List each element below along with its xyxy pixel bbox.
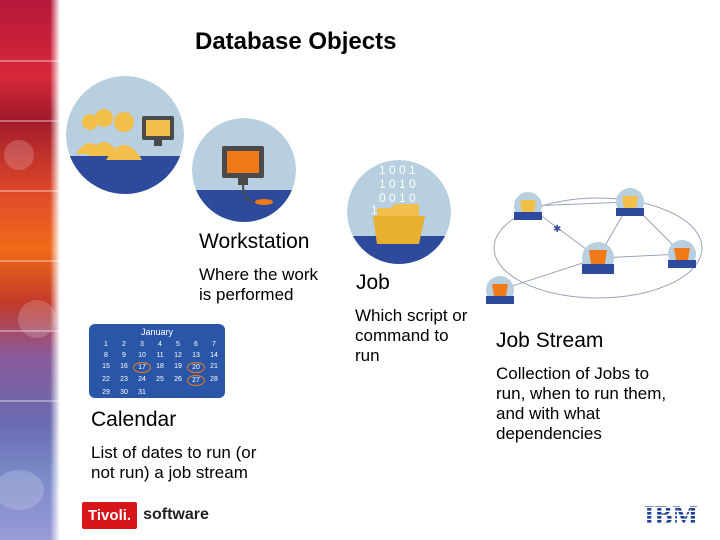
workstation-label: Workstation xyxy=(199,230,310,253)
calendar-day: 10 xyxy=(138,352,146,359)
job-description-line: Which script or xyxy=(355,306,468,325)
job-description-line: command to xyxy=(355,326,449,345)
calendar-day: 4 xyxy=(158,341,162,348)
page-title: Database Objects xyxy=(195,28,397,55)
tivoli-logo-box: Tivoli. xyxy=(82,501,138,529)
job-stream-network-icon: ✱ xyxy=(486,188,703,304)
calendar-day: 22 xyxy=(102,376,110,383)
calendar-day: 29 xyxy=(102,389,110,396)
calendar-day xyxy=(169,388,187,397)
workstation-group-icon xyxy=(66,76,184,194)
calendar-day: 2 xyxy=(122,341,126,348)
svg-text:0 0 1 0: 0 0 1 0 xyxy=(379,191,416,205)
calendar-day: 23 xyxy=(120,376,128,383)
job-node-icon xyxy=(514,192,542,220)
decorative-sidebar xyxy=(0,0,60,540)
calendar-day: 9 xyxy=(122,352,126,359)
job-description: Which script or command to run xyxy=(355,306,467,366)
calendar-day: 18 xyxy=(156,363,164,370)
calendar-day: 15 xyxy=(102,363,110,370)
tivoli-software-logo: Tivoli. software xyxy=(82,500,209,530)
job-label: Job xyxy=(356,271,390,294)
job-stream-label: Job Stream xyxy=(496,329,604,352)
calendar-day: 7 xyxy=(212,341,216,348)
job-node-icon xyxy=(582,242,614,274)
workstation-description-line: Where the work xyxy=(199,265,319,284)
job-stream-description-line: run, when to run them, xyxy=(496,384,667,403)
workstation-description: Where the work is performed xyxy=(199,265,318,305)
calendar-description: List of dates to run (or not run) a job … xyxy=(91,443,256,483)
calendar-day: 3 xyxy=(140,341,144,348)
calendar-day: 13 xyxy=(192,352,200,359)
calendar-description-line: List of dates to run (or xyxy=(91,443,257,462)
calendar-day: 21 xyxy=(210,363,218,370)
calendar-day: 17 xyxy=(133,362,151,373)
job-node-icon xyxy=(616,188,644,216)
job-stream-description-line: Collection of Jobs to xyxy=(496,364,650,383)
calendar-day: 25 xyxy=(156,376,164,383)
calendar-day xyxy=(151,388,169,397)
job-folder-icon: 1 0 0 1 1 0 1 0 0 0 1 0 1 xyxy=(347,160,451,264)
calendar-month: January xyxy=(140,327,174,337)
svg-text:IBM: IBM xyxy=(644,500,698,528)
calendar-day: 30 xyxy=(120,389,128,396)
calendar-day: 5 xyxy=(176,341,180,348)
svg-text:1: 1 xyxy=(371,203,378,217)
tivoli-logo-text: software xyxy=(143,506,209,523)
calendar-day: 16 xyxy=(120,363,128,370)
calendar-day: 12 xyxy=(174,352,182,359)
job-description-line: run xyxy=(355,346,380,365)
svg-text:1 0 1 0: 1 0 1 0 xyxy=(379,177,416,191)
calendar-day: 8 xyxy=(104,352,108,359)
calendar-label: Calendar xyxy=(91,408,177,431)
job-node-icon xyxy=(486,276,514,304)
calendar-day: 1 xyxy=(104,341,108,348)
calendar-description-line: not run) a job stream xyxy=(91,463,248,482)
job-stream-description-line: and with what xyxy=(496,404,600,423)
ibm-logo: IBM xyxy=(644,500,698,528)
calendar-day: 6 xyxy=(194,341,198,348)
svg-text:1 0 0 1: 1 0 0 1 xyxy=(379,163,416,177)
calendar-day: 24 xyxy=(138,376,146,383)
job-stream-description: Collection of Jobs to run, when to run t… xyxy=(496,364,666,444)
svg-text:✱: ✱ xyxy=(553,224,561,235)
calendar-day: 19 xyxy=(174,363,182,370)
calendar-day: 14 xyxy=(210,352,218,359)
calendar-day: 26 xyxy=(174,376,182,383)
calendar-day: 11 xyxy=(156,352,164,359)
calendar-day xyxy=(187,388,205,397)
calendar-day: 31 xyxy=(138,389,146,396)
calendar-day: 28 xyxy=(210,376,218,383)
job-node-icon xyxy=(668,240,696,268)
job-stream-description-line: dependencies xyxy=(496,424,602,443)
workstation-description-line: is performed xyxy=(199,285,294,304)
calendar-day xyxy=(205,388,223,397)
calendar-day: 20 xyxy=(187,362,205,373)
workstation-icon xyxy=(192,118,296,222)
calendar-day: 27 xyxy=(187,375,205,386)
